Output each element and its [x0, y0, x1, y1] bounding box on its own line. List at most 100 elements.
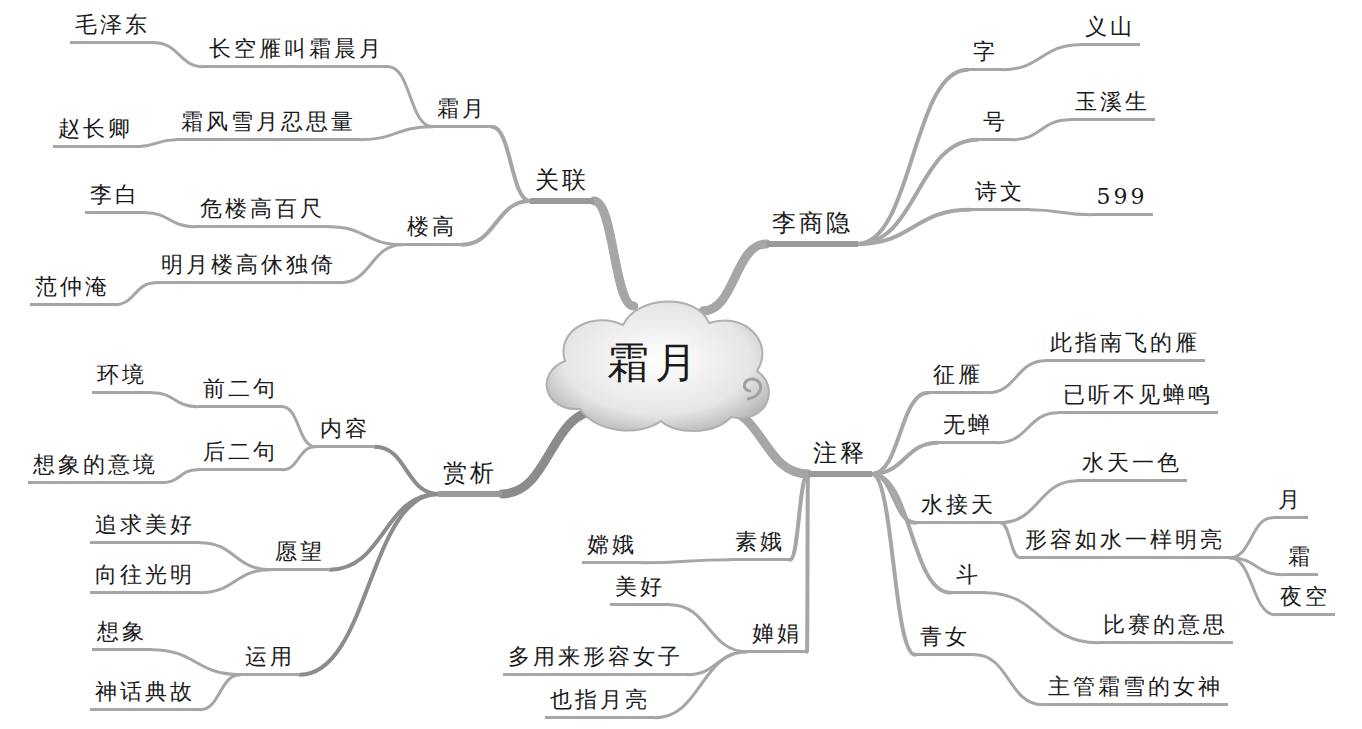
branch-label: 想象的意境 — [28, 452, 163, 484]
branch-label: 号 — [978, 109, 1013, 141]
branch-label: 征雁 — [928, 362, 988, 394]
node-text: 运用 — [245, 644, 295, 669]
node-text: 环境 — [97, 362, 147, 387]
node-text: 比赛的意思 — [1103, 612, 1228, 637]
branch-line — [703, 244, 766, 311]
node-text: 想象的意境 — [33, 452, 158, 477]
branch-label: 霜 — [1283, 544, 1318, 576]
branch-line — [462, 201, 530, 245]
branch-line — [1001, 481, 1078, 523]
node-text: 诗文 — [975, 179, 1025, 204]
node-text: 无蝉 — [943, 412, 993, 437]
node-text: 注释 — [813, 439, 867, 467]
branch-line — [152, 650, 240, 675]
node-text: 向往光明 — [95, 562, 195, 587]
node-text: 李商隐 — [772, 209, 853, 237]
node-text: 青女 — [920, 624, 970, 649]
branch-line — [872, 474, 915, 655]
branch-line — [330, 227, 403, 245]
node-text: 想象 — [97, 619, 147, 644]
branch-line — [1001, 523, 1021, 558]
branch-label: 明月楼高休独倚 — [156, 252, 341, 284]
branch-line — [163, 470, 198, 483]
branch-line — [492, 127, 530, 201]
branch-line — [330, 494, 438, 570]
node-text: 义山 — [1085, 14, 1135, 39]
branch-line — [1013, 120, 1070, 140]
branch-label: 美好 — [610, 574, 670, 606]
node-text: 内容 — [320, 416, 370, 441]
branch-line — [1003, 45, 1081, 70]
branch-label: 前二句 — [198, 376, 283, 408]
branch-label: 此指南飞的雁 — [1045, 330, 1205, 362]
node-text: 前二句 — [203, 376, 278, 401]
node-text: 婵娟 — [752, 621, 802, 646]
branch-label: 环境 — [92, 362, 152, 394]
branch-line — [200, 570, 270, 593]
node-text: 霜风雪月忍思量 — [181, 109, 356, 134]
branch-line — [986, 593, 1098, 643]
branch-label: 599 — [1092, 184, 1153, 216]
branch-line — [200, 675, 240, 710]
node-text: 夜空 — [1280, 584, 1330, 609]
branch-line — [115, 283, 156, 305]
branch-label: 后二句 — [198, 439, 283, 471]
branch-line — [138, 140, 176, 147]
node-text: 形容如水一样明亮 — [1025, 527, 1225, 552]
branch-line — [998, 413, 1058, 443]
branch-label: 字 — [968, 39, 1003, 71]
branch-label: 素娥 — [730, 529, 790, 561]
node-text: 斗 — [956, 562, 981, 587]
branch-label: 已听不见蝉鸣 — [1058, 382, 1218, 414]
branch-line — [155, 43, 204, 67]
branch-label: 范仲淹 — [30, 274, 115, 306]
branch-label: 向往光明 — [90, 562, 200, 594]
branch-label: 诗文 — [970, 179, 1030, 211]
node-text: 赏析 — [443, 459, 497, 487]
branch-line — [300, 494, 438, 675]
branch-line — [283, 407, 316, 447]
node-text: 明月楼高休独倚 — [161, 252, 336, 277]
node-text: 长空雁叫霜晨月 — [209, 36, 384, 61]
node-text: 李白 — [90, 182, 140, 207]
branch-label: 青女 — [915, 624, 975, 656]
branch-line — [1230, 558, 1275, 615]
node-text: 危楼高百尺 — [200, 196, 325, 221]
branch-label: 危楼高百尺 — [195, 196, 330, 228]
node-text: 霜 — [1288, 544, 1313, 569]
branch-line — [642, 560, 730, 563]
branch-line — [375, 447, 438, 494]
main-branch-label: 注释 — [808, 439, 872, 477]
branch-label: 长空雁叫霜晨月 — [204, 36, 389, 68]
main-branch-label: 赏析 — [438, 459, 502, 497]
branch-label: 玉溪生 — [1070, 89, 1155, 121]
branch-label: 嫦娥 — [582, 532, 642, 564]
node-text: 水天一色 — [1082, 450, 1182, 475]
main-branch-label: 李商隐 — [767, 209, 858, 247]
node-text: 毛泽东 — [75, 12, 150, 37]
branch-label: 毛泽东 — [70, 12, 155, 44]
branch-line — [341, 245, 403, 283]
central-cloud: 霜月 — [525, 287, 785, 437]
branch-line — [502, 411, 598, 494]
node-text: 霜月 — [525, 335, 785, 391]
branch-line — [389, 67, 433, 127]
node-text: 已听不见蝉鸣 — [1063, 382, 1213, 407]
branch-line — [361, 127, 433, 140]
node-text: 也指月亮 — [550, 687, 650, 712]
branch-label: 追求美好 — [90, 512, 200, 544]
branch-label: 斗 — [951, 562, 986, 594]
branch-label: 月 — [1273, 487, 1308, 519]
branch-label: 内容 — [315, 416, 375, 448]
branch-line — [858, 70, 968, 244]
branch-line — [858, 210, 971, 244]
branch-label: 运用 — [240, 644, 300, 676]
branch-label: 婵娟 — [747, 621, 807, 653]
branch-line — [988, 361, 1045, 393]
node-text: 美好 — [615, 574, 665, 599]
branch-label: 多用来形容女子 — [503, 644, 688, 676]
branch-line — [152, 393, 198, 407]
node-text: 多用来形容女子 — [508, 644, 683, 669]
node-text: 玉溪生 — [1075, 89, 1150, 114]
node-text: 此指南飞的雁 — [1050, 330, 1200, 355]
